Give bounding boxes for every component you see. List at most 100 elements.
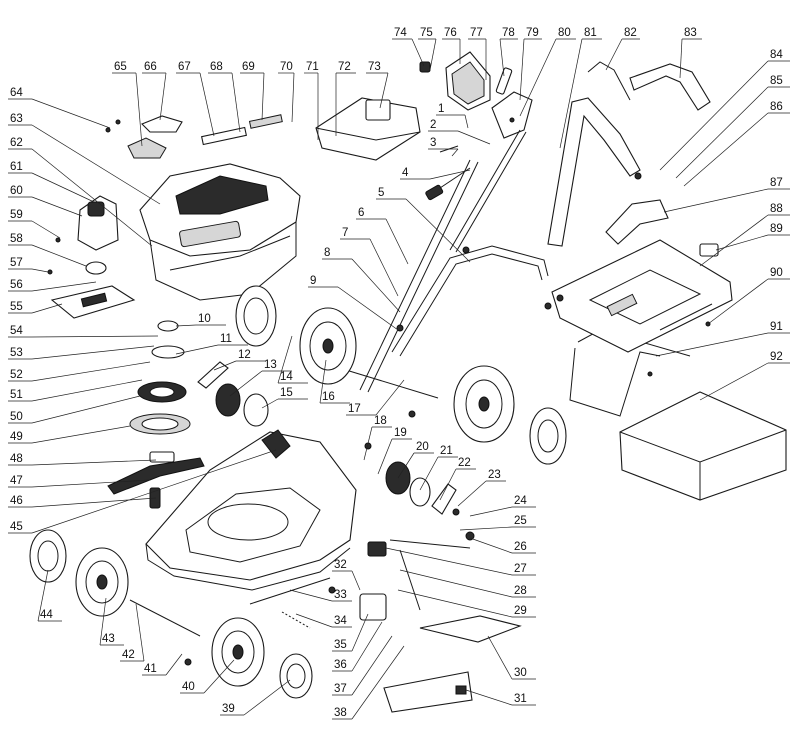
leader-line (31, 281, 97, 292)
part-number-label: 79 (526, 27, 539, 39)
part-number-label: 14 (280, 371, 293, 383)
leader-line (213, 360, 237, 371)
wheel-rear-right-cap (529, 407, 567, 465)
wheel-rear-left-large (299, 307, 357, 385)
part-number-label: 74 (394, 27, 407, 39)
part-number-label: 56 (10, 279, 23, 291)
part-number-label: 81 (584, 27, 597, 39)
leader-line (351, 258, 401, 313)
leader-line (31, 361, 151, 382)
part-number-label: 6 (358, 207, 364, 219)
leader-line (231, 72, 241, 133)
part-number-label: 12 (238, 349, 251, 361)
part-number-label: 54 (10, 325, 23, 337)
leader-line (31, 244, 87, 267)
part-number-label: 92 (770, 351, 783, 363)
part-number-label: 40 (182, 681, 195, 693)
fasteners (47, 117, 711, 666)
part-number-label: 65 (114, 61, 127, 73)
leader-line (385, 547, 513, 576)
leader-line (31, 345, 155, 360)
part-number-label: 13 (264, 359, 277, 371)
leader-line (31, 196, 83, 217)
leader-line (397, 589, 513, 618)
leader-line (429, 38, 437, 71)
part-number-label: 51 (10, 389, 23, 401)
leader-line (31, 98, 111, 129)
part-number-label: 21 (440, 445, 453, 457)
motor (77, 195, 119, 275)
leader-line (465, 689, 513, 706)
leader-line (31, 303, 63, 314)
leader-line (175, 344, 219, 355)
leader-line (487, 635, 513, 680)
leader-line (31, 172, 95, 203)
leader-line (31, 124, 161, 205)
leader-line (31, 497, 157, 508)
part-number-label: 31 (514, 693, 527, 705)
part-number-label: 35 (334, 639, 347, 651)
part-number-label: 73 (368, 61, 381, 73)
wheel-rear-right-large (453, 365, 515, 443)
part-number-label: 24 (514, 495, 527, 507)
part-number-label: 29 (514, 605, 527, 617)
rear-flap (383, 615, 522, 713)
part-number-label: 47 (10, 475, 23, 487)
part-number-label: 78 (502, 27, 515, 39)
part-number-label: 59 (10, 209, 23, 221)
leader-line (375, 379, 405, 416)
part-number-label: 72 (338, 61, 351, 73)
leader-line (379, 72, 389, 109)
part-number-label: 10 (198, 313, 211, 325)
part-number-label: 83 (684, 27, 697, 39)
part-number-label: 5 (378, 187, 384, 199)
leader-line (399, 569, 513, 598)
part-number-label: 41 (144, 663, 157, 675)
leader-line (439, 468, 457, 501)
leader-line (457, 480, 487, 507)
hub-15 (243, 393, 269, 427)
part-number-label: 25 (514, 515, 527, 527)
leader-line (519, 38, 557, 117)
part-number-label: 60 (10, 185, 23, 197)
part-number-label: 22 (458, 457, 471, 469)
leader-line (351, 645, 405, 720)
part-number-label: 58 (10, 233, 23, 245)
wheel-front-right-cap (279, 653, 313, 699)
leader-line (261, 72, 265, 121)
leader-line (165, 653, 183, 676)
part-number-label: 61 (10, 161, 23, 173)
part-number-label: 85 (770, 75, 783, 87)
part-number-label: 76 (444, 27, 457, 39)
part-number-label: 62 (10, 137, 23, 149)
part-number-label: 50 (10, 411, 23, 423)
part-number-label: 64 (10, 87, 23, 99)
part-number-label: 80 (558, 27, 571, 39)
leader-line (289, 589, 333, 602)
leader-lines (8, 38, 790, 720)
part-number-label: 2 (430, 119, 436, 131)
leader-line (337, 286, 399, 331)
part-number-label: 86 (770, 101, 783, 113)
part-number-label: 42 (122, 649, 135, 661)
wheel-rear-left (235, 285, 277, 347)
part-number-label: 53 (10, 347, 23, 359)
leader-line (411, 38, 425, 67)
leader-line (459, 526, 513, 531)
part-number-label: 91 (770, 321, 783, 333)
part-number-label: 39 (222, 703, 235, 715)
part-number-label: 75 (420, 27, 433, 39)
leader-line (457, 130, 491, 145)
motor-cover (139, 163, 301, 301)
leader-line (135, 603, 145, 662)
leader-line (31, 479, 151, 488)
part-number-label: 45 (10, 521, 23, 533)
leader-line (699, 362, 769, 401)
leader-line (464, 114, 469, 129)
part-number-label: 20 (416, 441, 429, 453)
height-lever (359, 541, 387, 621)
part-number-label: 23 (488, 469, 501, 481)
part-number-label: 89 (770, 223, 783, 235)
part-number-label: 19 (394, 427, 407, 439)
